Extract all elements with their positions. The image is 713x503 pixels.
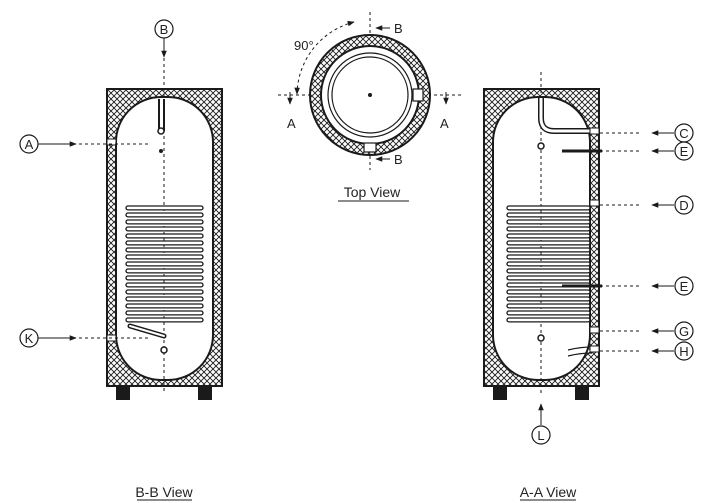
coil-turn [506, 240, 591, 246]
coil-turn [125, 282, 204, 288]
aa-view-caption: A-A View [520, 484, 577, 500]
coil-turn [125, 205, 204, 211]
coil-turn [125, 247, 204, 253]
coil-turn [125, 317, 204, 323]
coil-turn [506, 275, 591, 281]
aa-label-h: H [679, 344, 688, 359]
aa-label-c: C [679, 126, 688, 141]
coil-turn [125, 296, 204, 302]
coil-turn [506, 303, 591, 309]
bb-label-b: B [160, 22, 169, 37]
top-angle-label: 90° [294, 38, 314, 53]
coil-turn [506, 247, 591, 253]
coil-turn [506, 310, 591, 316]
aa-label-d-circle [674, 195, 694, 215]
aa-label-l: L [537, 428, 544, 443]
bb-label-k: K [25, 331, 34, 346]
aa-label-e-mid: E [680, 279, 689, 294]
bb-label-a: A [25, 137, 34, 152]
coil-turn [506, 212, 591, 218]
top-section-a-left: A [287, 116, 296, 131]
aa-label-g-circle [674, 321, 694, 341]
coil-turn [506, 268, 591, 274]
bb-view-caption: B-B View [135, 484, 193, 500]
aa-label-e-top: E [680, 144, 689, 159]
top-view-caption: Top View [344, 184, 401, 200]
aa-label-l-circle [531, 425, 551, 445]
top-section-b-top: B [394, 21, 403, 36]
coil-turn [125, 219, 204, 225]
aa-foot-left [493, 386, 507, 400]
coil-turn [506, 296, 591, 302]
coil-turn [506, 233, 591, 239]
coil-turn [125, 226, 204, 232]
coil-turn [125, 289, 204, 295]
coil-turn [506, 317, 591, 323]
top-view: 90° A A B B Top View [278, 12, 464, 202]
coil-turn [506, 261, 591, 267]
aa-label-e-mid-circle [674, 276, 694, 296]
aa-coil [506, 205, 591, 323]
bb-foot-left [116, 386, 130, 400]
bb-coil [125, 205, 204, 323]
bb-foot-right [198, 386, 212, 400]
coil-turn [125, 303, 204, 309]
coil-turn [125, 310, 204, 316]
coil-turn [125, 261, 204, 267]
aa-label-e-top-circle [674, 141, 694, 161]
coil-turn [506, 254, 591, 260]
aa-foot-right [575, 386, 589, 400]
coil-turn [125, 254, 204, 260]
coil-turn [125, 275, 204, 281]
coil-turn [125, 240, 204, 246]
coil-turn [506, 205, 591, 211]
bb-view: B A K B-B View [19, 19, 223, 501]
aa-label-h-circle [674, 341, 694, 361]
aa-label-d: D [679, 198, 688, 213]
coil-turn [506, 226, 591, 232]
coil-turn [506, 289, 591, 295]
coil-turn [125, 212, 204, 218]
aa-label-g: G [679, 324, 689, 339]
coil-turn [125, 268, 204, 274]
top-section-b-bottom: B [394, 152, 403, 167]
coil-turn [125, 233, 204, 239]
top-section-a-right: A [440, 116, 449, 131]
coil-turn [506, 219, 591, 225]
